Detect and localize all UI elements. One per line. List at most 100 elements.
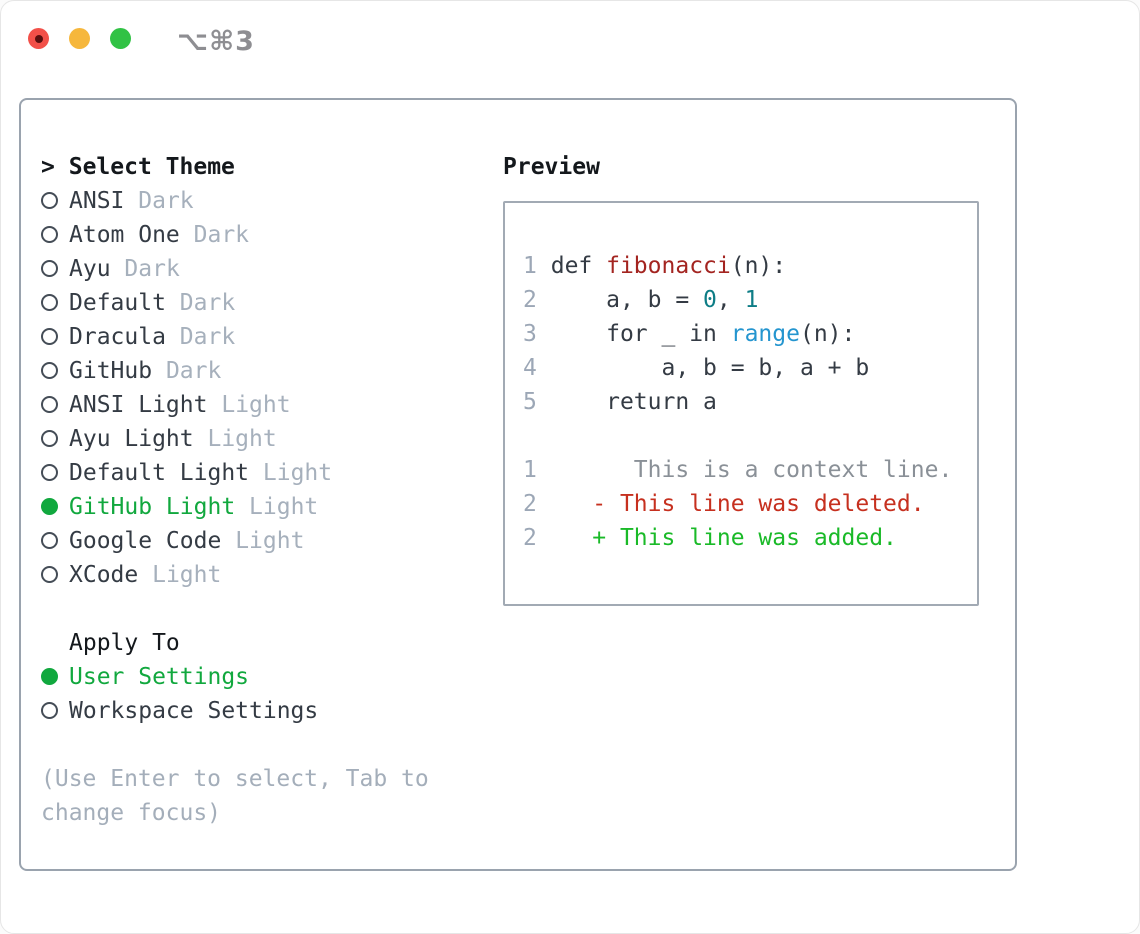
theme-option-google-code[interactable]: Google Code Light bbox=[41, 524, 503, 558]
line-number: 2 bbox=[523, 491, 537, 517]
diff-text: + This line was added. bbox=[550, 525, 897, 551]
code-token-plain: def bbox=[550, 253, 607, 279]
code-line: 1 def fibonacci(n): bbox=[523, 249, 977, 283]
code-line: 2 a, b = 0, 1 bbox=[523, 283, 977, 317]
preview-column: Preview 1 def fibonacci(n):2 a, b = 0, 1… bbox=[503, 150, 1015, 869]
radio-icon bbox=[41, 294, 58, 311]
hint-text: (Use Enter to select, Tab to change focu… bbox=[41, 766, 429, 826]
theme-option-default-light[interactable]: Default Light Light bbox=[41, 456, 503, 490]
theme-option-ayu-light[interactable]: Ayu Light Light bbox=[41, 422, 503, 456]
theme-variant-badge: Light bbox=[221, 392, 291, 418]
code-token-plain: (n): bbox=[799, 321, 856, 347]
line-number: 2 bbox=[523, 525, 537, 551]
theme-name: ANSI bbox=[69, 188, 125, 214]
code-token-num: 0 bbox=[703, 287, 717, 313]
theme-variant-badge: Dark bbox=[193, 222, 250, 248]
select-theme-title: Select Theme bbox=[68, 154, 235, 180]
theme-variant-badge: Dark bbox=[179, 290, 236, 316]
theme-option-ayu[interactable]: Ayu Dark bbox=[41, 252, 503, 286]
code-line: 3 for _ in range(n): bbox=[523, 317, 977, 351]
titlebar: ⌥⌘3 bbox=[1, 1, 1139, 98]
radio-icon bbox=[41, 362, 58, 379]
theme-name: ANSI Light bbox=[69, 392, 208, 418]
theme-option-atom-one[interactable]: Atom One Dark bbox=[41, 218, 503, 252]
line-number: 5 bbox=[523, 389, 537, 415]
window-title: ⌥⌘3 bbox=[177, 26, 255, 57]
spacer bbox=[41, 728, 503, 762]
theme-name: GitHub bbox=[69, 358, 153, 384]
apply-option-label: User Settings bbox=[69, 664, 250, 690]
theme-name: Default Light bbox=[69, 460, 250, 486]
theme-name: Atom One bbox=[69, 222, 180, 248]
radio-icon bbox=[41, 430, 58, 447]
radio-icon bbox=[41, 192, 58, 209]
theme-variant-badge: Light bbox=[152, 562, 222, 588]
code-token-plain: return a bbox=[550, 389, 717, 415]
code-token-fn: fibonacci bbox=[606, 253, 731, 279]
radio-icon bbox=[41, 260, 58, 277]
radio-selected-icon bbox=[41, 498, 58, 515]
theme-option-ansi-light[interactable]: ANSI Light Light bbox=[41, 388, 503, 422]
apply-option-user-settings[interactable]: User Settings bbox=[41, 660, 503, 694]
line-number: 2 bbox=[523, 287, 537, 313]
radio-icon bbox=[41, 702, 58, 719]
apply-option-workspace-settings[interactable]: Workspace Settings bbox=[41, 694, 503, 728]
apply-option-label: Workspace Settings bbox=[69, 698, 319, 724]
theme-option-github-light[interactable]: GitHub Light Light bbox=[41, 490, 503, 524]
diff-preview: 1 This is a context line.2 - This line w… bbox=[523, 453, 977, 555]
diff-text: - This line was deleted. bbox=[550, 491, 925, 517]
theme-name: Default bbox=[69, 290, 166, 316]
theme-option-github[interactable]: GitHub Dark bbox=[41, 354, 503, 388]
radio-icon bbox=[41, 226, 58, 243]
theme-option-xcode[interactable]: XCode Light bbox=[41, 558, 503, 592]
radio-icon bbox=[41, 396, 58, 413]
spacer bbox=[41, 592, 503, 626]
theme-option-ansi[interactable]: ANSI Dark bbox=[41, 184, 503, 218]
diff-line-added: 2 + This line was added. bbox=[523, 521, 977, 555]
code-token-plain: (n): bbox=[730, 253, 787, 279]
theme-name: Google Code bbox=[69, 528, 222, 554]
diff-line-context: 1 This is a context line. bbox=[523, 453, 977, 487]
blank-line bbox=[523, 419, 977, 453]
line-number: 3 bbox=[523, 321, 537, 347]
theme-option-default[interactable]: Default Dark bbox=[41, 286, 503, 320]
diff-line-deleted: 2 - This line was deleted. bbox=[523, 487, 977, 521]
line-number: 4 bbox=[523, 355, 537, 381]
code-token-plain: , bbox=[716, 287, 745, 313]
prompt-caret-icon: > bbox=[41, 154, 55, 180]
radio-icon bbox=[41, 566, 58, 583]
apply-to-header: Apply To bbox=[41, 626, 503, 660]
theme-option-dracula[interactable]: Dracula Dark bbox=[41, 320, 503, 354]
theme-variant-badge: Light bbox=[235, 528, 305, 554]
theme-variant-badge: Dark bbox=[165, 358, 222, 384]
preview-header: Preview bbox=[503, 154, 600, 180]
select-theme-label bbox=[55, 154, 69, 180]
close-button[interactable] bbox=[28, 28, 49, 49]
radio-selected-icon bbox=[41, 668, 58, 685]
theme-name: GitHub Light bbox=[69, 494, 236, 520]
unsaved-dot-icon bbox=[34, 34, 43, 43]
apply-to-label: Apply To bbox=[69, 630, 180, 656]
theme-name: Dracula bbox=[69, 324, 166, 350]
select-theme-header: > Select Theme bbox=[41, 150, 503, 184]
minimize-button[interactable] bbox=[69, 28, 90, 49]
diff-text: This is a context line. bbox=[550, 457, 953, 483]
code-token-plain: a, b = b, a + b bbox=[550, 355, 870, 381]
line-number: 1 bbox=[523, 457, 537, 483]
radio-icon bbox=[41, 464, 58, 481]
code-line: 4 a, b = b, a + b bbox=[523, 351, 977, 385]
zoom-button[interactable] bbox=[110, 28, 131, 49]
radio-icon bbox=[41, 532, 58, 549]
code-token-plain: for _ in bbox=[550, 321, 731, 347]
code-token-num: 1 bbox=[744, 287, 759, 313]
theme-name: XCode bbox=[69, 562, 139, 588]
traffic-lights bbox=[28, 28, 131, 49]
code-line: 5 return a bbox=[523, 385, 977, 419]
theme-variant-badge: Light bbox=[207, 426, 277, 452]
